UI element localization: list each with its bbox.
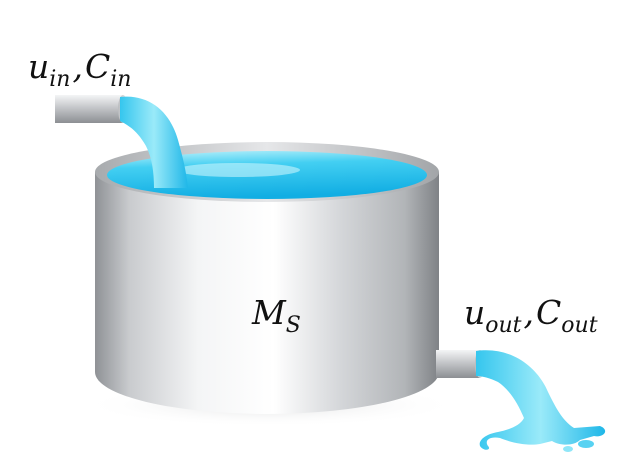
outlet-stream [476,350,606,450]
mass-label: MS [251,293,301,338]
inlet-label: uin,Cin [28,47,131,92]
splash-droplet [578,440,594,448]
water-highlight [176,163,300,177]
inlet-stream [120,96,188,188]
outlet-pipe [436,350,480,378]
splash-droplet [563,446,573,452]
inlet-pipe [55,95,123,123]
outlet-label: uout,Cout [464,293,598,338]
tank-body [95,172,439,414]
